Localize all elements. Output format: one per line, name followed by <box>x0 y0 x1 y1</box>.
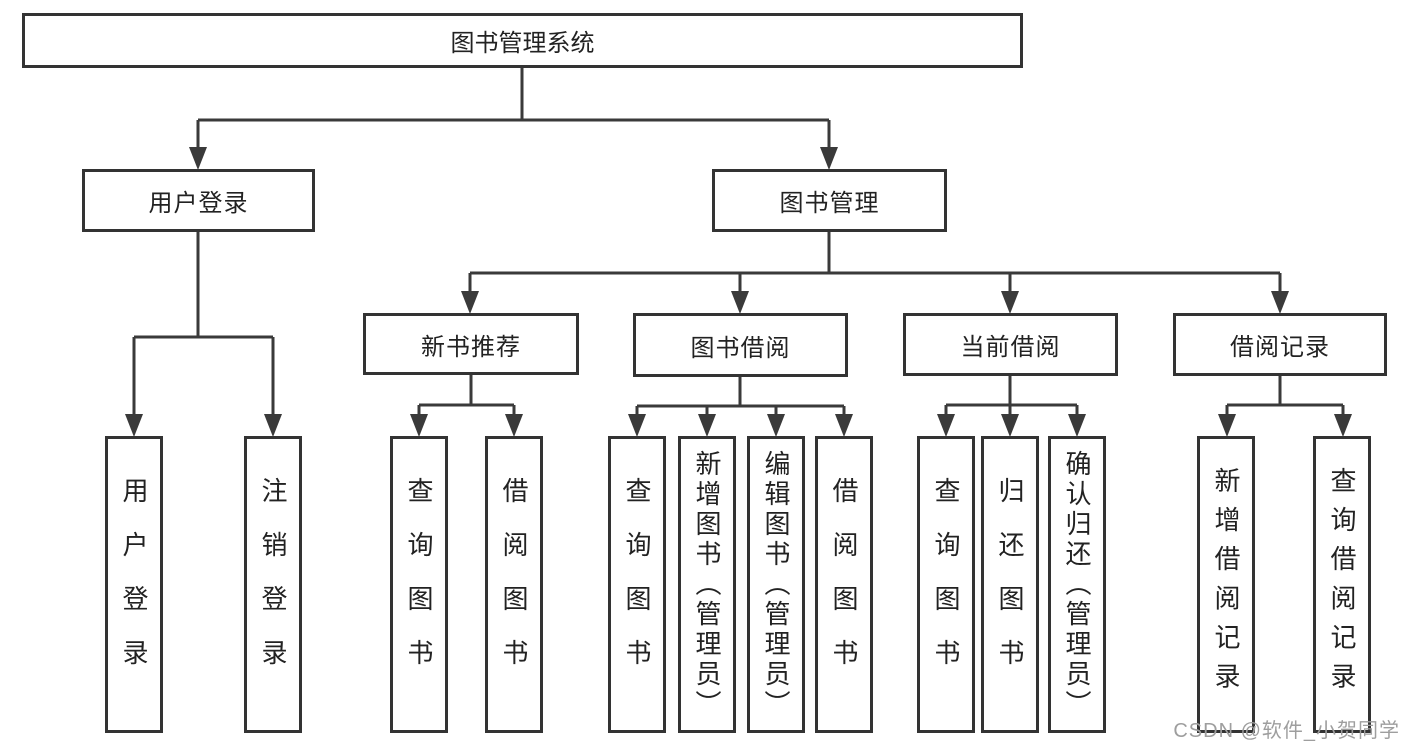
node-label: 图书管理 <box>779 190 880 217</box>
leaf-label: 编辑图书（管理员） <box>761 449 791 720</box>
leaf-user-login: 用户登录 <box>105 436 163 733</box>
leaf-label: 用户登录 <box>119 476 149 693</box>
connector-bookborrow-to-leaves <box>635 377 846 416</box>
node-current-borrowing: 当前借阅 <box>903 313 1118 376</box>
node-borrowing-records: 借阅记录 <box>1173 313 1387 376</box>
node-label: 图书管理系统 <box>450 30 595 57</box>
leaf-label: 注销登录 <box>258 476 288 693</box>
leaf-add-books-admin: 新增图书（管理员） <box>678 436 736 733</box>
arrowhead <box>1334 414 1352 437</box>
node-user-login: 用户登录 <box>82 169 315 232</box>
arrowhead <box>410 414 428 437</box>
node-label: 图书借阅 <box>690 334 791 362</box>
connector-currentborrow-to-leaves <box>944 376 1079 416</box>
leaf-logout: 注销登录 <box>244 436 302 733</box>
leaf-query-books-newbook: 查询图书 <box>390 436 448 733</box>
arrowhead <box>505 414 523 437</box>
node-label: 新书推荐 <box>421 333 521 361</box>
arrowhead <box>1218 414 1236 437</box>
leaf-borrow-books: 借阅图书 <box>815 436 873 733</box>
leaf-label: 新增借阅记录 <box>1211 467 1241 702</box>
arrowhead <box>1271 291 1289 314</box>
connector-userlogin-to-leaves <box>132 232 275 416</box>
leaf-label: 确认归还（管理员） <box>1062 449 1092 720</box>
connector-bookmgmt-to-level3 <box>468 232 1282 294</box>
node-new-book-recommend: 新书推荐 <box>363 313 579 375</box>
connector-paths <box>132 68 1345 416</box>
arrowhead <box>461 291 479 314</box>
leaf-query-borrow-record: 查询借阅记录 <box>1313 436 1371 733</box>
leaf-label: 查询图书 <box>931 476 961 693</box>
arrowhead <box>264 414 282 437</box>
node-book-borrowing: 图书借阅 <box>633 313 848 377</box>
arrowhead <box>125 414 143 437</box>
leaf-label: 借阅图书 <box>499 476 529 693</box>
leaf-label: 借阅图书 <box>829 476 859 693</box>
leaf-return-books: 归还图书 <box>981 436 1039 733</box>
leaf-confirm-return-admin: 确认归还（管理员） <box>1048 436 1106 733</box>
arrowhead <box>628 414 646 437</box>
leaf-label: 查询借阅记录 <box>1327 467 1357 702</box>
node-label: 借阅记录 <box>1230 334 1330 361</box>
leaf-query-books-current: 查询图书 <box>917 436 975 733</box>
arrowhead <box>731 291 749 314</box>
connector-root-to-level2 <box>196 68 831 149</box>
node-label: 当前借阅 <box>960 334 1061 361</box>
arrowhead <box>937 414 955 437</box>
arrowhead <box>767 414 785 437</box>
leaf-label: 新增图书（管理员） <box>692 449 722 720</box>
connector-borrowrecord-to-leaves <box>1225 376 1345 416</box>
leaf-edit-books-admin: 编辑图书（管理员） <box>747 436 805 733</box>
arrowhead <box>1068 414 1086 437</box>
leaf-query-books-borrow: 查询图书 <box>608 436 666 733</box>
arrowhead <box>1001 414 1019 437</box>
arrowhead <box>189 147 207 170</box>
arrowhead <box>835 414 853 437</box>
arrowheads <box>125 147 1352 437</box>
arrowhead <box>820 147 838 170</box>
node-book-management: 图书管理 <box>712 169 947 232</box>
leaf-label: 查询图书 <box>404 476 434 693</box>
leaf-borrow-books-newbook: 借阅图书 <box>485 436 543 733</box>
leaf-label: 归还图书 <box>995 476 1025 693</box>
csdn-watermark: CSDN @软件_小贺同学 <box>1173 720 1400 742</box>
leaf-add-borrow-record: 新增借阅记录 <box>1197 436 1255 733</box>
arrowhead <box>1001 291 1019 314</box>
node-label: 用户登录 <box>148 190 249 217</box>
node-library-management-system: 图书管理系统 <box>22 13 1023 68</box>
connector-newbook-to-leaves <box>417 375 516 416</box>
arrowhead <box>698 414 716 437</box>
leaf-label: 查询图书 <box>622 476 652 693</box>
